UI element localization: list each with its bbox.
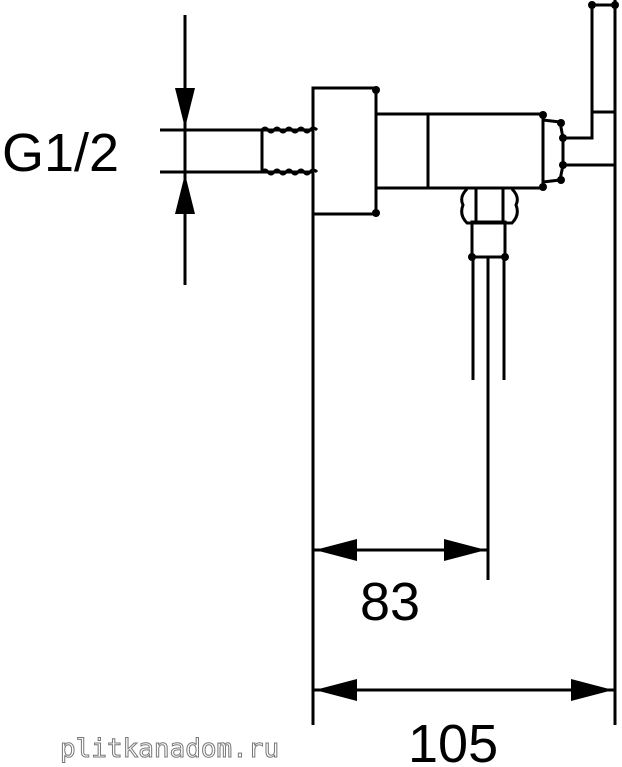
dimension-105 (313, 679, 615, 701)
dimension-105-label: 105 (408, 714, 498, 767)
outlet-nut (460, 187, 519, 380)
lever-handle (563, 0, 619, 725)
thread-dimension (175, 15, 195, 285)
valve-body (374, 111, 567, 191)
watermark: plitkanadom.ru (60, 734, 279, 764)
dimension-83-label: 83 (360, 572, 420, 632)
thread-label: G1/2 (2, 123, 119, 183)
dimension-83 (313, 380, 490, 580)
